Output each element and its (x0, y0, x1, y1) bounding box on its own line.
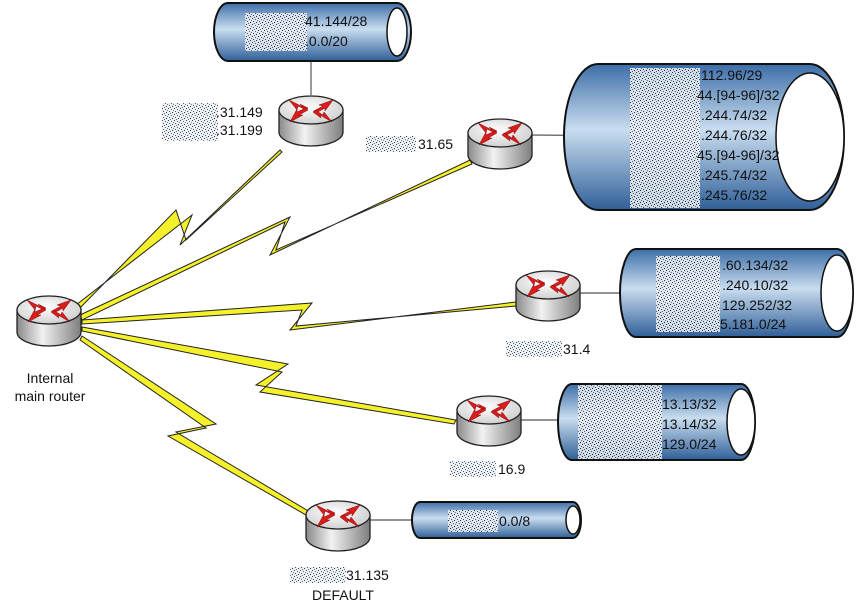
router-r2-label: 31.65 (418, 136, 453, 152)
net-r2-prefix: .244.76/32 (701, 127, 767, 143)
network-cylinder-r3 (619, 248, 854, 338)
link-main-to-r4 (81, 326, 457, 425)
router-r1-icon[interactable] (278, 95, 344, 147)
router-main-icon[interactable] (16, 295, 82, 347)
network-cylinder-r1 (213, 2, 412, 62)
network-cylinder-r4 (557, 383, 756, 461)
main-router-label-2: main router (15, 388, 86, 404)
link-main-to-r1 (75, 149, 283, 311)
net-r1-prefix: .0.0/20 (305, 33, 348, 49)
link-main-to-r3 (81, 301, 517, 331)
net-r4-prefix: 129.0/24 (662, 436, 717, 452)
main-router-label-1: Internal (27, 370, 74, 386)
net-r3-prefix: 129.252/32 (722, 297, 792, 313)
net-r5-prefix: 0.0/8 (499, 513, 530, 529)
router-r5-icon[interactable] (305, 500, 371, 552)
net-r2-prefix: 44.[94-96]/32 (697, 87, 780, 103)
net-r2-prefix: 112.96/29 (701, 67, 762, 83)
link-main-to-r2 (79, 159, 473, 321)
net-r2-prefix: .245.76/32 (701, 187, 767, 203)
router-r3-icon[interactable] (515, 270, 581, 322)
network-cylinder-r2 (563, 63, 845, 211)
router-r3-label: 31.4 (563, 341, 590, 357)
net-r3-prefix: 5.181.0/24 (720, 316, 786, 332)
router-r2-icon[interactable] (467, 118, 533, 170)
router-r4-label: 16.9 (498, 461, 525, 477)
wan-links (75, 149, 517, 516)
router-r1-label-2: .31.199 (216, 122, 263, 138)
net-r1-prefix: 41.144/28 (305, 13, 367, 29)
net-r4-prefix: 13.14/32 (662, 416, 717, 432)
router-r5-default-label: DEFAULT (312, 587, 374, 603)
net-r2-prefix: 45.[94-96]/32 (697, 147, 780, 163)
net-r2-prefix: .244.74/32 (701, 107, 767, 123)
network-cylinder-r5 (411, 501, 582, 539)
router-r1-label-1: .31.149 (216, 104, 263, 120)
router-r5-label: 31.135 (346, 567, 389, 583)
net-r2-prefix: .245.74/32 (701, 167, 767, 183)
router-r4-icon[interactable] (456, 395, 522, 447)
net-r4-prefix: 13.13/32 (662, 396, 717, 412)
net-r3-prefix: .240.10/32 (722, 277, 788, 293)
net-r3-prefix: .60.134/32 (722, 257, 788, 273)
